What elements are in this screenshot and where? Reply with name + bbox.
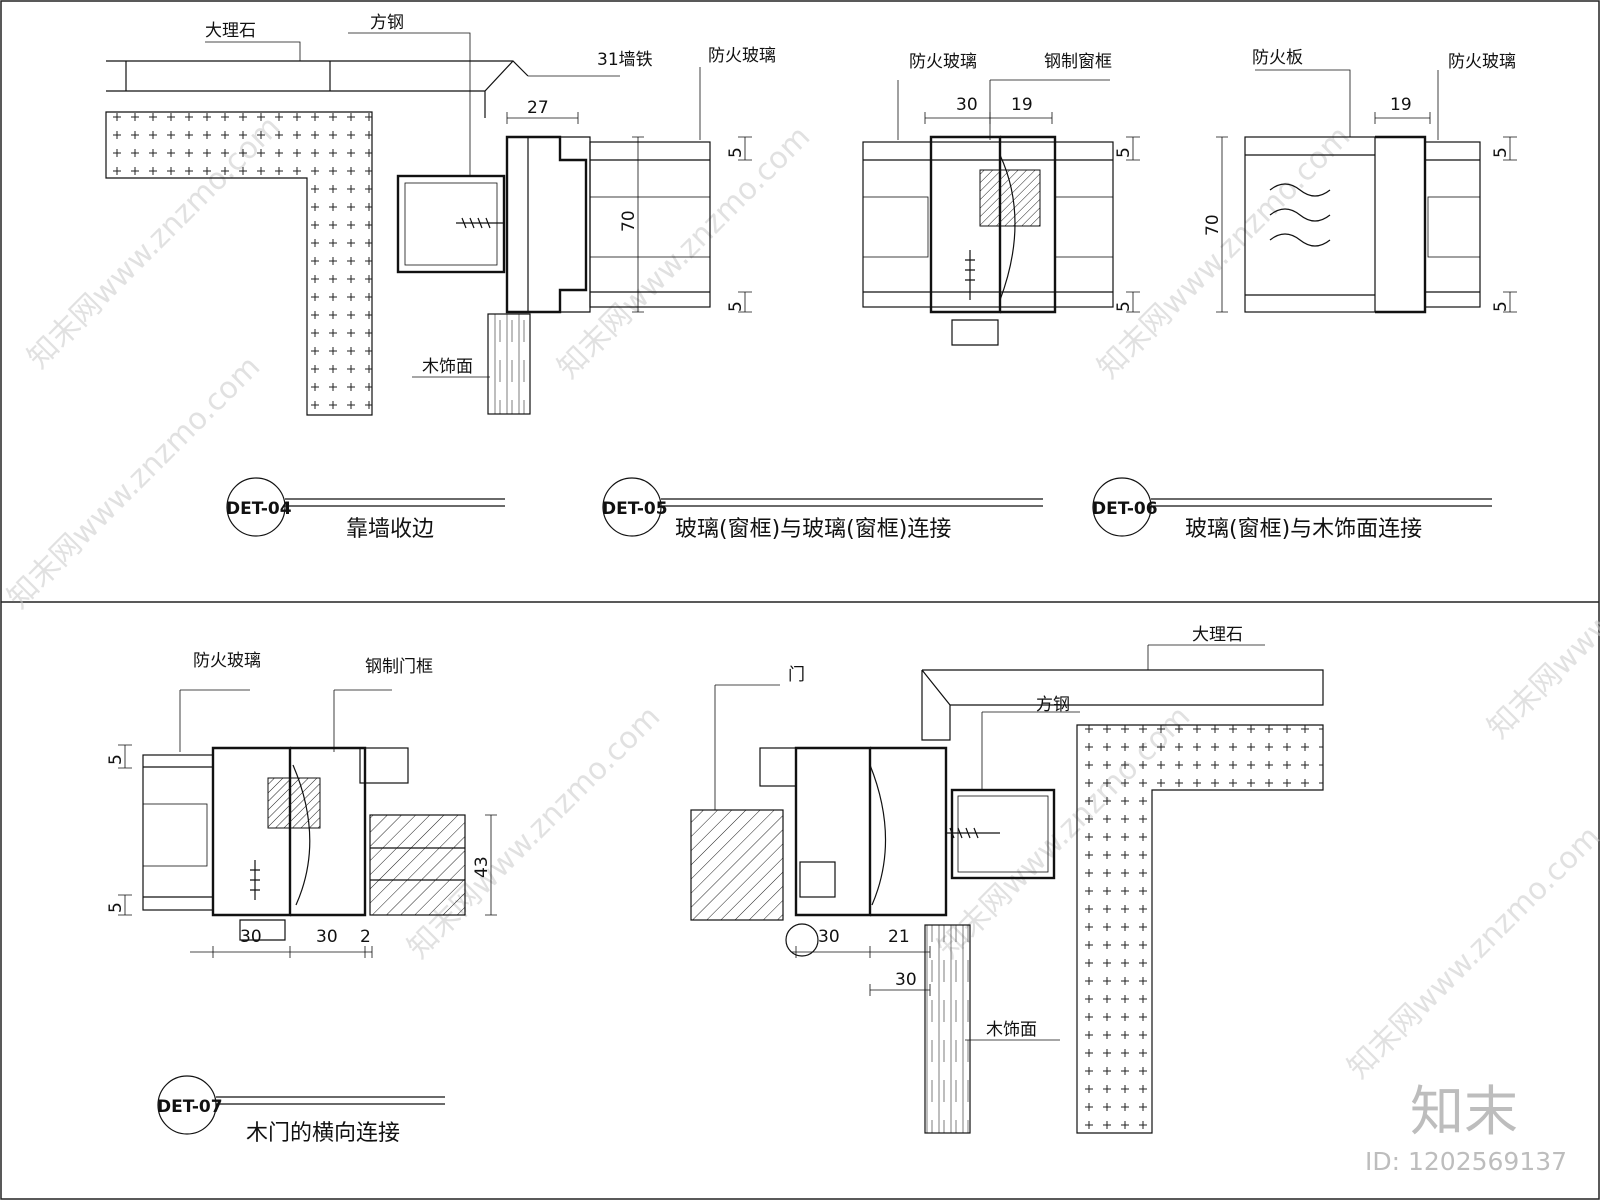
fire-glass-label: 防火玻璃 — [193, 651, 261, 671]
detail-title: 玻璃(窗框)与木饰面连接 — [1185, 517, 1422, 542]
detail-det-04-drawing — [105, 32, 752, 416]
watermark-layer: 知末网www.znzmo.com 知末网www.znzmo.com 知末网www… — [1, 109, 1600, 1176]
dimension-70: 70 — [619, 210, 639, 232]
dimension-30-right: 30 — [316, 927, 338, 947]
detail-det-05-annotations: 防火玻璃 钢制窗框 30 19 5 5 — [909, 52, 1134, 312]
watermark-text: 知末网www.znzmo.com — [1091, 119, 1357, 385]
image-id: ID: 1202569137 — [1365, 1147, 1567, 1176]
dimension-30-bottom: 30 — [895, 970, 917, 990]
dimension-5-top: 5 — [106, 754, 126, 765]
door-label: 门 — [788, 665, 805, 685]
wood-finish-label: 木饰面 — [422, 357, 473, 377]
dimension-19: 19 — [1390, 95, 1412, 115]
fire-glass-label: 防火玻璃 — [708, 46, 776, 66]
detail-title: 玻璃(窗框)与玻璃(窗框)连接 — [675, 517, 951, 542]
detail-det-07-title: DET-07 木门的横向连接 — [157, 1075, 445, 1146]
marble-label: 大理石 — [1192, 625, 1243, 645]
wall-trim-label: 31墙铁 — [597, 50, 653, 70]
square-steel-label: 方钢 — [1036, 695, 1070, 715]
fire-glass-label: 防火玻璃 — [909, 52, 977, 72]
watermark-text: 知末网www.znzmo.com — [1341, 819, 1600, 1085]
watermark-text: 知末网www.znzmo.com — [1481, 479, 1600, 745]
detail-tag: DET-04 — [226, 499, 292, 519]
watermark-text: 知末网www.znzmo.com — [551, 119, 817, 385]
steel-window-frame-label: 钢制窗框 — [1044, 52, 1112, 72]
dimension-30: 30 — [956, 95, 978, 115]
fire-board-label: 防火板 — [1252, 48, 1303, 68]
dimension-21: 21 — [888, 927, 910, 947]
detail-title: 木门的横向连接 — [246, 1121, 400, 1146]
dimension-5-top: 5 — [726, 147, 746, 158]
fire-glass-label: 防火玻璃 — [1448, 52, 1516, 72]
detail-det-05-title: DET-05 玻璃(窗框)与玻璃(窗框)连接 — [602, 477, 1043, 542]
dimension-5-bottom: 5 — [1114, 301, 1134, 312]
square-steel-label: 方钢 — [370, 13, 404, 33]
detail-det-04-title: DET-04 靠墙收边 — [226, 477, 505, 542]
watermark-text: 知末网www.znzmo.com — [1, 349, 267, 615]
dimension-5-bottom: 5 — [726, 301, 746, 312]
marble-label: 大理石 — [205, 21, 256, 41]
watermark-brand: 知末 — [1410, 1080, 1518, 1143]
dimension-19: 19 — [1011, 95, 1033, 115]
detail-det-06-title: DET-06 玻璃(窗框)与木饰面连接 — [1092, 477, 1492, 542]
door-wall-detail-annotations: 门 大理石 方钢 木饰面 30 21 30 — [788, 625, 1243, 1040]
detail-title: 靠墙收边 — [346, 517, 434, 542]
detail-det-04-annotations: 大理石 方钢 31墙铁 防火玻璃 木饰面 27 70 5 5 — [205, 13, 776, 377]
dimension-5-bottom: 5 — [106, 902, 126, 913]
dimension-5-top: 5 — [1114, 147, 1134, 158]
detail-det-05-drawing — [862, 79, 1140, 346]
detail-tag: DET-05 — [602, 499, 668, 519]
dimension-43: 43 — [472, 856, 492, 878]
door-wall-detail-drawing — [690, 644, 1324, 1134]
wood-finish-label: 木饰面 — [986, 1020, 1037, 1040]
detail-det-07-annotations: 防火玻璃 钢制门框 5 5 43 30 30 2 — [106, 651, 492, 947]
dimension-70: 70 — [1203, 214, 1223, 236]
detail-tag: DET-07 — [157, 1097, 223, 1117]
dimension-30-top: 30 — [818, 927, 840, 947]
dimension-5-bottom: 5 — [1491, 301, 1511, 312]
dimension-5-top: 5 — [1491, 147, 1511, 158]
detail-det-06-annotations: 防火板 防火玻璃 19 70 5 5 — [1203, 48, 1516, 312]
dimension-2: 2 — [360, 927, 371, 947]
dimension-27: 27 — [527, 98, 549, 118]
detail-tag: DET-06 — [1092, 499, 1158, 519]
steel-door-frame-label: 钢制门框 — [365, 657, 433, 677]
dimension-30-left: 30 — [240, 927, 262, 947]
detail-det-06-drawing — [1216, 69, 1517, 314]
detail-det-07-drawing — [118, 689, 497, 958]
